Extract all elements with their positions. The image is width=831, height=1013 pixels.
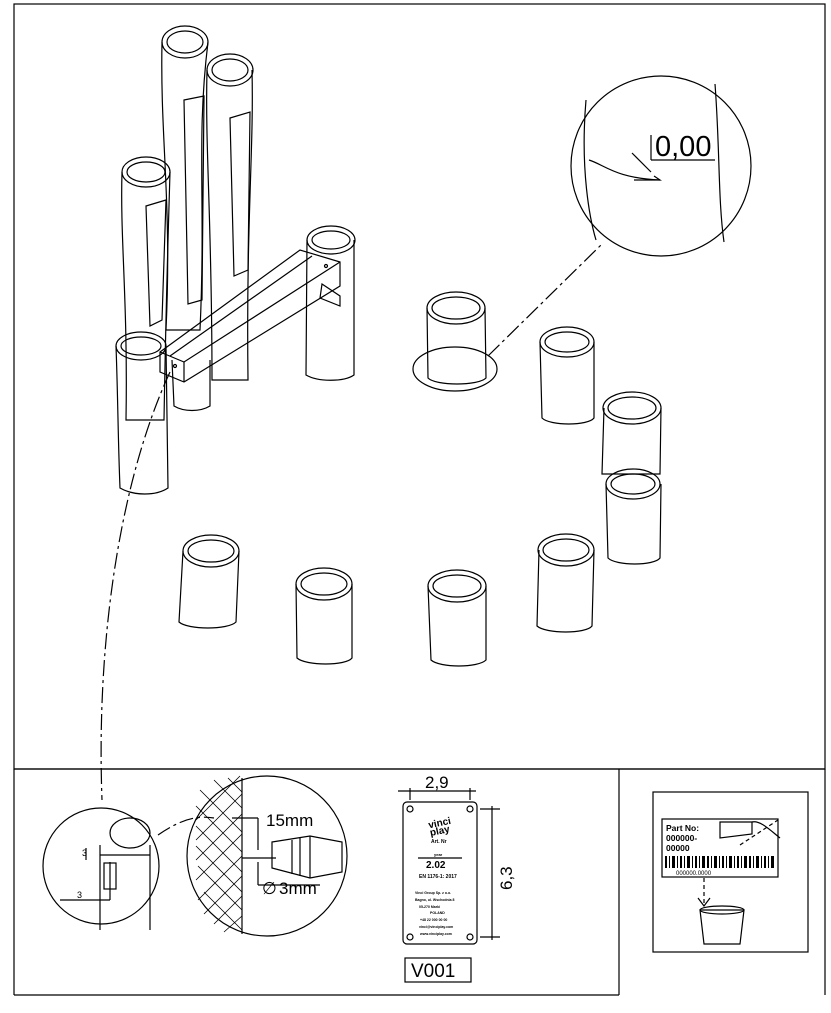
- plate-company: Vinci Group Sp. z o.o.: [415, 891, 451, 895]
- plate-country: POLAND: [430, 911, 445, 915]
- plate-art-label: Art. Nr: [431, 839, 447, 845]
- dim-b-label: 3: [77, 890, 82, 900]
- drill-detail-circle: [186, 775, 348, 937]
- plate-email: vinci@vinciplay.com: [419, 925, 453, 929]
- barcode-text: 000000.0000: [676, 871, 712, 877]
- diameter-symbol: ∅: [262, 879, 277, 898]
- plate-year-label: year: [434, 852, 443, 857]
- stump-7: [295, 567, 353, 665]
- callout-leader: [487, 243, 603, 357]
- support-log-mid: [171, 359, 211, 412]
- plate-height-label: 6,3: [497, 866, 516, 890]
- support-log-right: [305, 225, 356, 381]
- stump-6: [427, 569, 487, 667]
- plate-product-code: 2.02: [426, 860, 446, 871]
- main-frame: [13, 3, 826, 770]
- bolt-length-label: 15mm: [266, 811, 313, 830]
- stump-3: [601, 391, 662, 475]
- stump-2: [539, 326, 595, 425]
- part-no-line2: 00000: [666, 843, 690, 853]
- anchor-detail-circle: [42, 807, 160, 930]
- part-no-title: Part No:: [666, 823, 699, 833]
- support-log-front: [115, 331, 169, 495]
- barcode: [665, 856, 774, 868]
- plate-brand-2: play: [429, 824, 451, 839]
- plate-web: www.vinciplay.com: [419, 932, 452, 936]
- wall-hatch: [195, 775, 243, 933]
- stump-highlighted: [412, 291, 498, 392]
- plate-standard: EN 1176-1: 2017: [419, 874, 457, 880]
- plate-brand-1: vinci: [427, 816, 452, 832]
- zoom-level-label: 0,00: [655, 131, 711, 163]
- plate-width-label: 2,9: [425, 773, 449, 792]
- stump-4: [605, 468, 662, 565]
- zoom-callout: [570, 75, 752, 257]
- stump-8: [178, 534, 240, 629]
- dim-a-label: 3: [82, 848, 87, 858]
- plate-code-label: V001: [411, 961, 455, 982]
- id-plate: [398, 788, 500, 983]
- part-label-box: [652, 791, 809, 953]
- anchor-leader: [100, 371, 171, 801]
- detail-connector: [157, 816, 215, 836]
- tall-log-1: [161, 25, 209, 331]
- drill-diameter-label: 3mm: [279, 879, 317, 898]
- plate-phone: +48 22 000 00 00: [420, 918, 447, 922]
- bench-plank: [159, 249, 341, 383]
- tall-log-2: [206, 53, 254, 381]
- part-no-line1: 000000-: [666, 833, 697, 843]
- plate-address2: 05-270 Marki: [419, 905, 440, 909]
- plate-address1: Bagno, ul. Wschodnia 8: [415, 898, 455, 902]
- tall-log-3: [121, 156, 171, 421]
- stump-5: [536, 533, 595, 633]
